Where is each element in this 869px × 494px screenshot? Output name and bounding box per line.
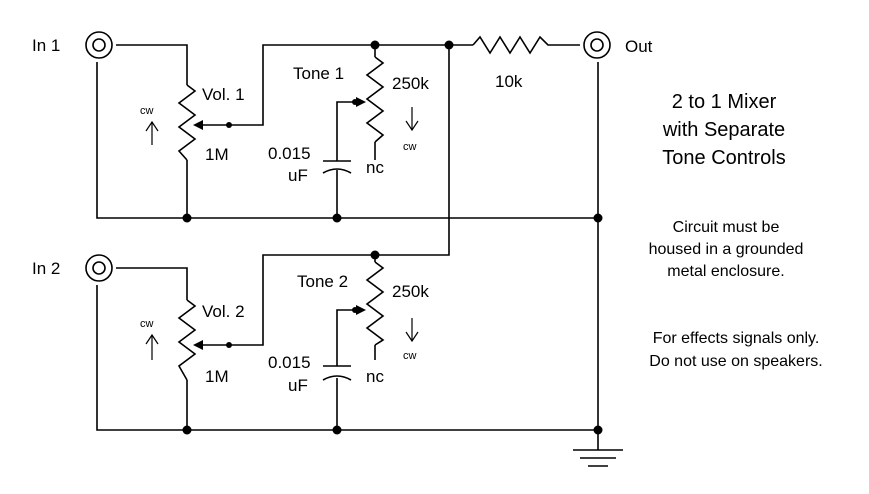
vol2-rotation: cw [140, 318, 154, 330]
tone-wiper-2 [356, 305, 366, 315]
volume-pot-2 [177, 299, 197, 381]
cap2-unit: uF [288, 376, 308, 395]
vol2-label: Vol. 2 [202, 302, 245, 321]
title-line-1: 2 to 1 Mixer [672, 91, 777, 113]
tone1-nc: nc [366, 158, 384, 177]
tone-capacitor-1 [322, 160, 352, 174]
channel-1-wiring [96, 44, 598, 256]
title-line-2: with Separate [662, 119, 785, 141]
vol1-label: Vol. 1 [202, 85, 245, 104]
ground-symbol [573, 449, 623, 467]
tone2-value: 250k [392, 282, 429, 301]
vol2-value: 1M [205, 367, 229, 386]
title-line-3: Tone Controls [662, 147, 785, 169]
cap1-unit: uF [288, 166, 308, 185]
effects-note-line-1: For effects signals only. [653, 330, 820, 347]
input-jack-2 [85, 254, 113, 282]
cap1-value: 0.015 [268, 144, 311, 163]
vol1-rotation: cw [140, 105, 154, 117]
tone-wiper-1 [356, 97, 366, 107]
tone-pot-1 [365, 56, 385, 143]
vol1-cw-arrow [145, 120, 159, 145]
vol1-value: 1M [205, 145, 229, 164]
tone2-nc: nc [366, 367, 384, 386]
tone1-cw-arrow [405, 107, 419, 132]
volume-wiper-1 [193, 120, 229, 130]
tone1-label: Tone 1 [293, 64, 344, 83]
output-label: Out [625, 37, 653, 56]
tone2-rotation: cw [403, 350, 417, 362]
vol2-cw-arrow [145, 333, 159, 360]
effects-note-line-2: Do not use on speakers. [649, 353, 822, 370]
volume-pot-1 [177, 84, 197, 161]
volume-wiper-2 [193, 340, 229, 350]
tone1-value: 250k [392, 74, 429, 93]
input-2-label: In 2 [32, 259, 60, 278]
input-jack-1 [85, 31, 113, 59]
output-jack [583, 31, 611, 59]
cap2-value: 0.015 [268, 353, 311, 372]
channel-2-wiring [96, 254, 598, 431]
tone2-label: Tone 2 [297, 272, 348, 291]
enclosure-note-line-3: metal enclosure. [667, 263, 784, 280]
output-resistor-value: 10k [495, 72, 523, 91]
tone-capacitor-2 [322, 365, 352, 381]
input-1-label: In 1 [32, 36, 60, 55]
tone-pot-2 [365, 261, 385, 346]
junction-dots [182, 40, 603, 435]
output-resistor [472, 35, 553, 55]
enclosure-note-line-2: housed in a grounded [649, 241, 804, 258]
tone2-cw-arrow [405, 318, 419, 343]
tone1-rotation: cw [403, 141, 417, 153]
enclosure-note-line-1: Circuit must be [673, 219, 780, 236]
